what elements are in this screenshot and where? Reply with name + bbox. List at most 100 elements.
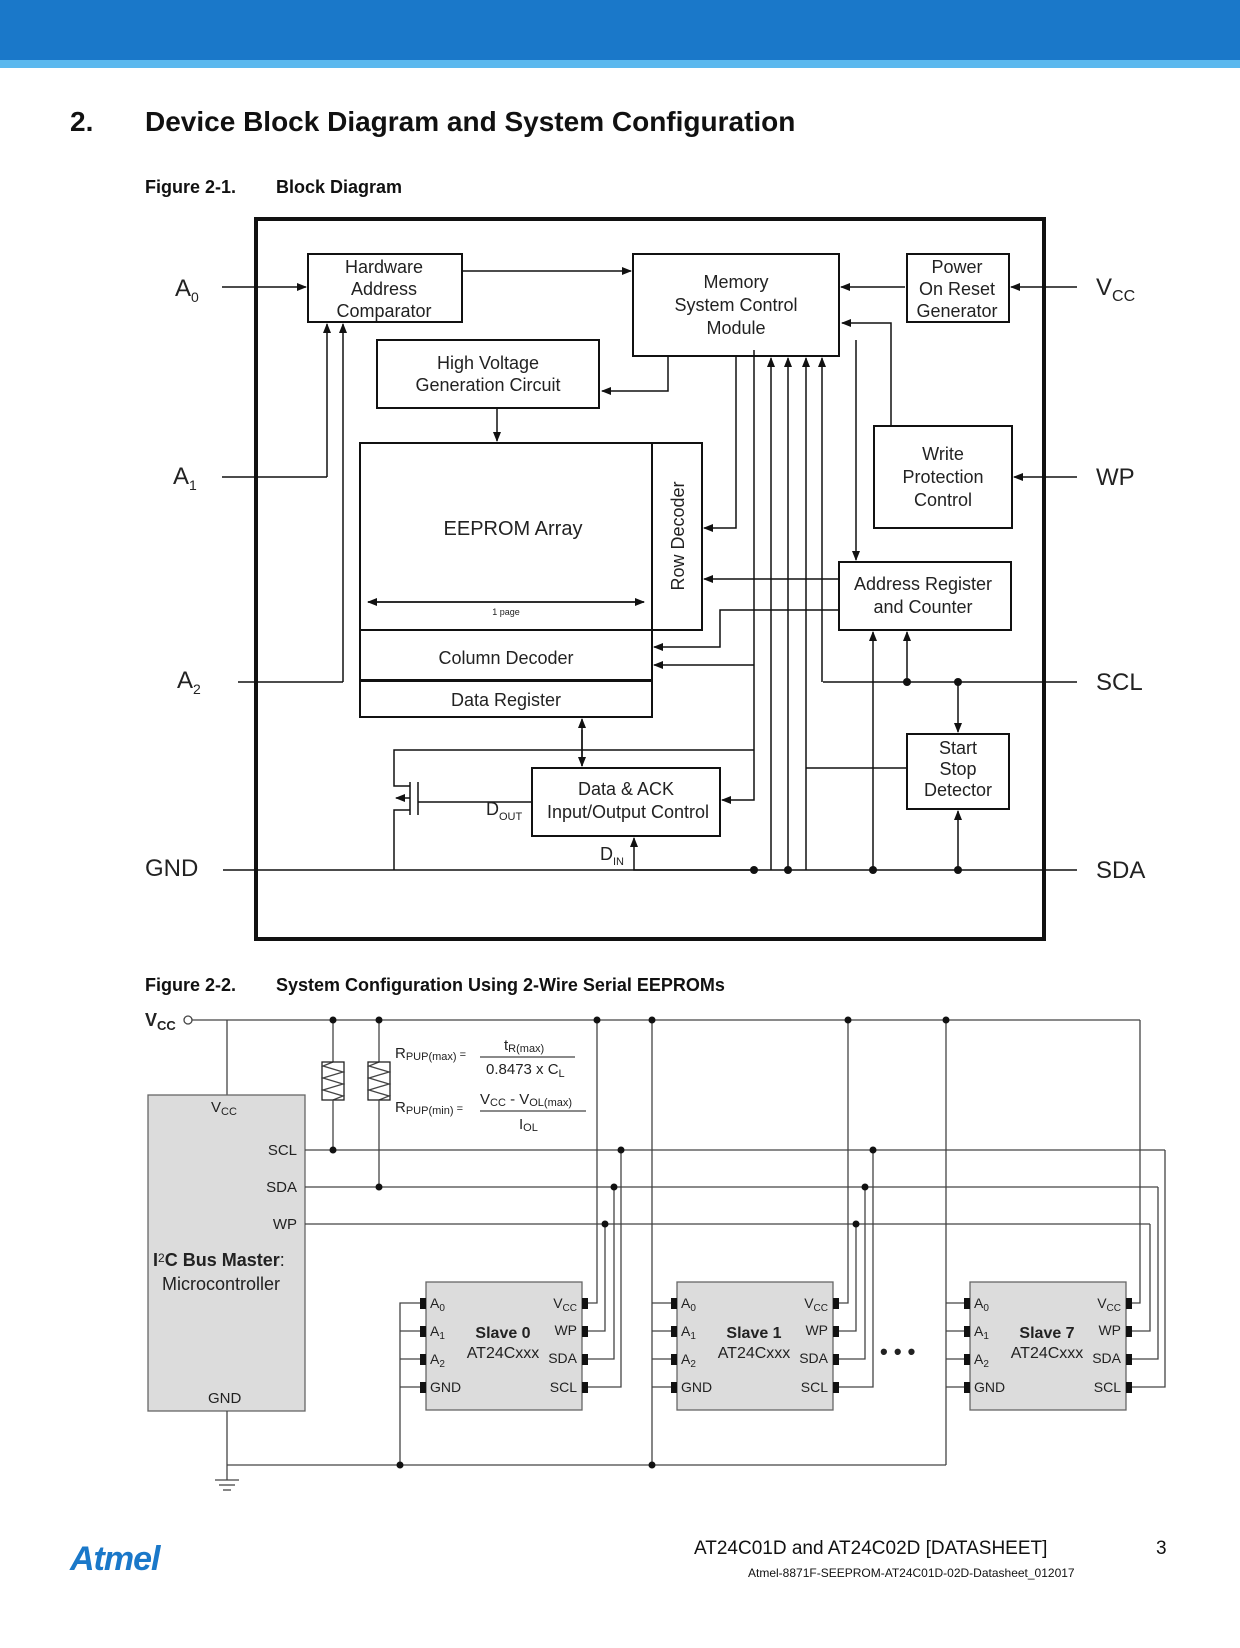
slave-7-part: AT24Cxxx <box>1011 1345 1084 1362</box>
eeprom-array-block <box>359 442 653 631</box>
hac-line3: Comparator <box>336 301 431 321</box>
formula-min-num: VCC - VOL(max) <box>480 1091 572 1109</box>
svg-text:VCC: VCC <box>1097 1295 1121 1314</box>
pin-a2: A2 <box>177 667 201 697</box>
dack-line1: Data & ACK <box>578 779 674 799</box>
header-stripe <box>0 60 1240 68</box>
svg-text:VCC: VCC <box>804 1295 828 1314</box>
figure2-title: System Configuration Using 2-Wire Serial… <box>276 975 725 995</box>
arc-line1: Address Register <box>854 574 992 594</box>
svg-text:SCL: SCL <box>1094 1379 1121 1395</box>
atmel-logo: Atmel <box>70 1540 160 1578</box>
wpc-line1: Write <box>922 444 964 464</box>
hardware-address-comparator-block <box>307 253 463 323</box>
section-number: 2. <box>70 106 94 137</box>
master-name: I2C Bus Master: <box>153 1250 285 1270</box>
write-protection-block <box>873 425 1013 529</box>
svg-text:A2: A2 <box>974 1351 989 1370</box>
dout-label: DOUT <box>486 799 523 823</box>
dack-line2: Input/Output Control <box>547 802 709 822</box>
hv-line1: High Voltage <box>437 353 539 373</box>
por-line1: Power <box>931 257 982 277</box>
ssd-line1: Start <box>939 738 977 758</box>
master-wp: WP <box>273 1216 297 1233</box>
master-scl: SCL <box>268 1142 297 1159</box>
formula-max-den: 0.8473 x CL <box>486 1061 565 1080</box>
master-gnd: GND <box>208 1390 242 1407</box>
svg-text:A2: A2 <box>681 1351 696 1370</box>
arc-line2: and Counter <box>873 597 972 617</box>
pin-gnd: GND <box>145 855 198 882</box>
svg-text:SDA: SDA <box>1092 1350 1121 1366</box>
svg-text:GND: GND <box>430 1379 461 1395</box>
msc-line1: Memory <box>703 272 768 292</box>
ssd-line2: Stop <box>939 759 976 779</box>
svg-text:WP: WP <box>554 1322 577 1338</box>
slave-7-name: Slave 7 <box>1019 1325 1074 1342</box>
high-voltage-block <box>376 339 600 409</box>
hv-line2: Generation Circuit <box>415 375 560 395</box>
din-label: DIN <box>600 844 624 868</box>
start-stop-block <box>906 733 1010 810</box>
por-line3: Generator <box>916 301 997 321</box>
svg-text:A1: A1 <box>430 1323 445 1342</box>
formula-max-left: RPUP(max) = <box>395 1045 466 1063</box>
data-register-label: Data Register <box>451 690 561 710</box>
master-sda: SDA <box>266 1179 297 1196</box>
column-decoder-label: Column Decoder <box>438 648 573 668</box>
slave-0: A0 A1 A2 GND VCC WP SDA SCL Slave 0 AT24… <box>430 1295 578 1395</box>
slaves-ellipsis: • • • <box>880 1339 915 1364</box>
figure1-title: Block Diagram <box>276 177 403 197</box>
svg-text:A0: A0 <box>974 1295 989 1314</box>
chip-outline <box>254 217 1046 941</box>
slave-7: A0 A1 A2 GND VCC WP SDA SCL Slave 7 AT24… <box>974 1295 1122 1395</box>
vcc-supply-label: VCC <box>145 1010 176 1033</box>
svg-text:GND: GND <box>974 1379 1005 1395</box>
data-ack-block <box>531 767 721 837</box>
footer-title: AT24C01D and AT24C02D [DATASHEET] <box>694 1538 1048 1559</box>
power-on-reset-block <box>906 253 1010 323</box>
svg-text:WP: WP <box>805 1322 828 1338</box>
wpc-line3: Control <box>914 490 972 510</box>
pin-vcc: VCC <box>1096 274 1135 305</box>
eeprom-label: EEPROM Array <box>444 518 583 540</box>
pin-scl: SCL <box>1096 669 1143 696</box>
slave-1-part: AT24Cxxx <box>718 1345 791 1362</box>
master-vcc: VCC <box>211 1099 237 1118</box>
figure1-number: Figure 2-1. <box>145 177 237 197</box>
data-register-block <box>359 680 653 718</box>
hac-line2: Address <box>351 279 417 299</box>
pin-sda: SDA <box>1096 857 1145 884</box>
row-decoder-block <box>651 442 703 631</box>
pin-a1: A1 <box>173 463 197 493</box>
svg-text:A0: A0 <box>430 1295 445 1314</box>
svg-text:GND: GND <box>681 1379 712 1395</box>
msc-line2: System Control <box>674 295 797 315</box>
svg-text:A1: A1 <box>681 1323 696 1342</box>
formula-max-num: tR(max) <box>504 1037 544 1055</box>
svg-text:SCL: SCL <box>550 1379 577 1395</box>
column-decoder-block <box>359 629 653 681</box>
msc-line3: Module <box>706 318 765 338</box>
svg-text:A2: A2 <box>430 1351 445 1370</box>
header-bar <box>0 0 1240 60</box>
svg-text:A0: A0 <box>681 1295 696 1314</box>
slave-1: A0 A1 A2 GND VCC WP SDA SCL Slave 1 AT24… <box>681 1295 829 1395</box>
doc-number: Atmel-8871F-SEEPROM-AT24C01D-02D-Datashe… <box>748 1566 1075 1580</box>
slave-0-part: AT24Cxxx <box>467 1345 540 1362</box>
formula-min-den: IOL <box>519 1116 538 1134</box>
svg-text:SDA: SDA <box>548 1350 577 1366</box>
page-label: 1 page <box>492 607 520 617</box>
hac-line1: Hardware <box>345 257 423 277</box>
page-number: 3 <box>1156 1538 1167 1559</box>
svg-text:A1: A1 <box>974 1323 989 1342</box>
svg-text:WP: WP <box>1098 1322 1121 1338</box>
pin-a0: A0 <box>175 275 199 305</box>
figure2-number: Figure 2-2. <box>145 975 237 995</box>
pin-wp: WP <box>1096 464 1135 491</box>
section-title: Device Block Diagram and System Configur… <box>145 106 796 137</box>
